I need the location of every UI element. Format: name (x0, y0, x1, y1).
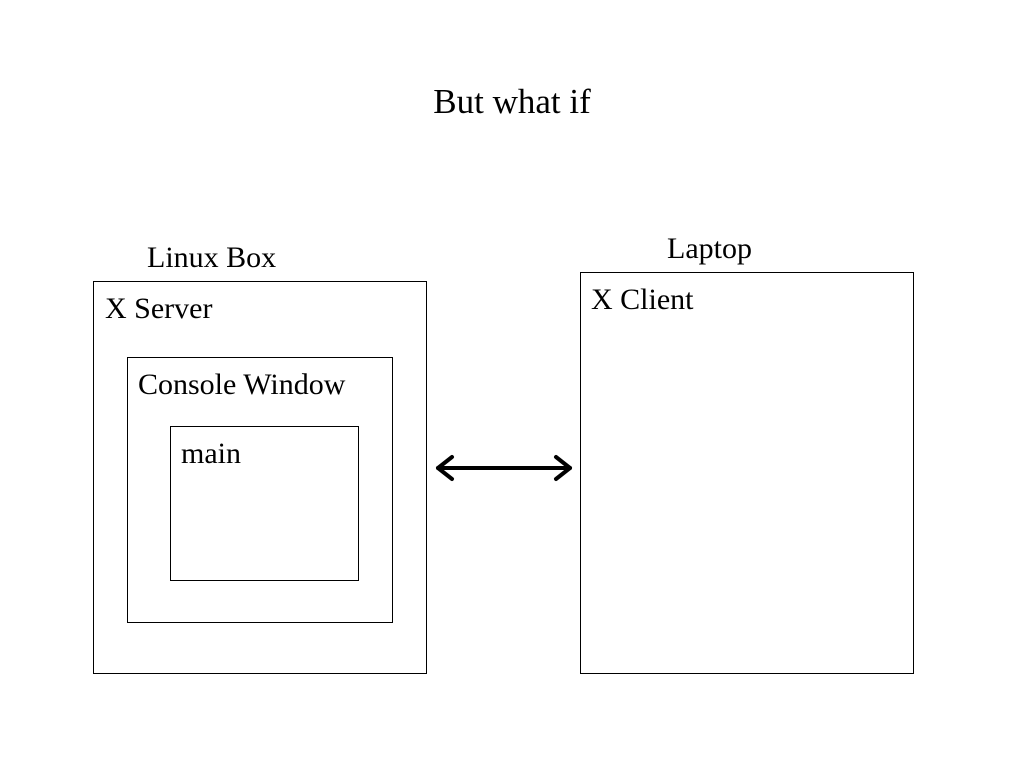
linux-box-label: Linux Box (147, 241, 277, 274)
x-server-box (93, 281, 427, 674)
laptop-label: Laptop (667, 232, 752, 265)
x-client-label: X Client (591, 283, 694, 316)
bidirectional-arrow-icon (436, 455, 572, 481)
x-client-box (580, 272, 914, 674)
slide-title: But what if (433, 82, 591, 121)
main-box (170, 426, 359, 581)
arrow-head-left (436, 455, 454, 481)
console-window-box (127, 357, 393, 623)
console-window-label: Console Window (138, 368, 346, 401)
x-server-label: X Server (105, 292, 213, 325)
arrow-head-right (554, 455, 572, 481)
main-label: main (181, 437, 241, 470)
